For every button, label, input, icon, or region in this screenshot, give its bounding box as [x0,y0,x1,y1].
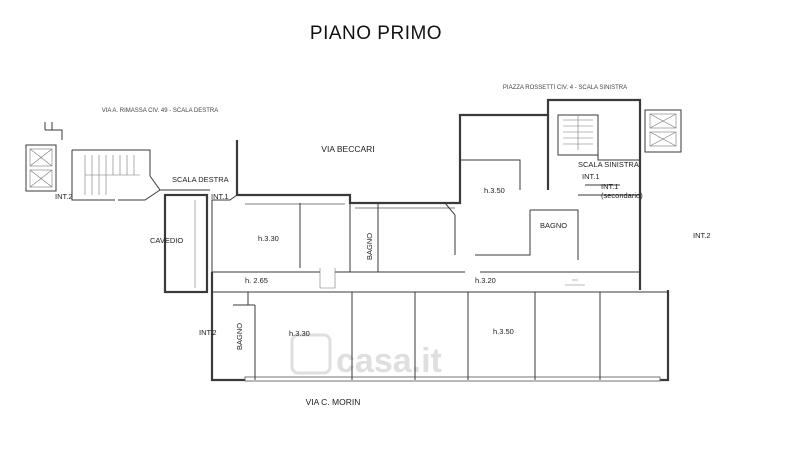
label-int1-secondary: INT.1 [601,182,619,191]
label-int1-left: INT.1 [211,192,229,201]
street-rossetti: PIAZZA ROSSETTI CIV. 4 - SCALA SINISTRA [503,85,627,91]
label-int2-right: INT.2 [693,231,711,240]
label-bagno-low: BAGNO [235,323,244,350]
interior-walls [212,159,668,380]
label-int1-right: INT.1 [582,172,600,181]
label-h330-bottom: h.3.30 [289,329,310,338]
elevator-right [644,109,682,153]
plan-title: PIANO PRIMO [310,23,442,44]
label-cavedio: CAVEDIO [150,236,183,245]
watermark: casa.it [290,333,442,380]
street-rimassa: VIA A. RIMASSA CIV. 49 - SCALA DESTRA [102,108,219,114]
label-h265: h. 2.65 [245,276,268,285]
label-bagno-center: BAGNO [365,233,374,260]
outer-walls [210,98,670,382]
label-scala-destra: SCALA DESTRA [172,175,229,184]
elevator-left [25,144,57,192]
watermark-text: casa.it [336,342,442,380]
label-h350-bottom: h.3.50 [493,327,514,336]
street-morin: VIA C. MORIN [306,397,361,407]
label-h350-top: h.3.50 [484,186,505,195]
label-h320: h.3.20 [475,276,496,285]
stair-right-building [44,122,210,201]
label-bagno-right: BAGNO [540,221,567,230]
label-int1-secondary-note: (secondario) [601,191,643,200]
stair-left-building [557,114,640,161]
street-beccari: VIA BECCARI [321,144,374,154]
label-int2-left: INT.2 [55,192,73,201]
label-h330-top: h.3.30 [258,234,279,243]
cavedio-shaft [163,193,209,294]
label-int2-mid: INT.2 [199,328,217,337]
label-scala-sinistra: SCALA SINISTRA [578,160,639,169]
